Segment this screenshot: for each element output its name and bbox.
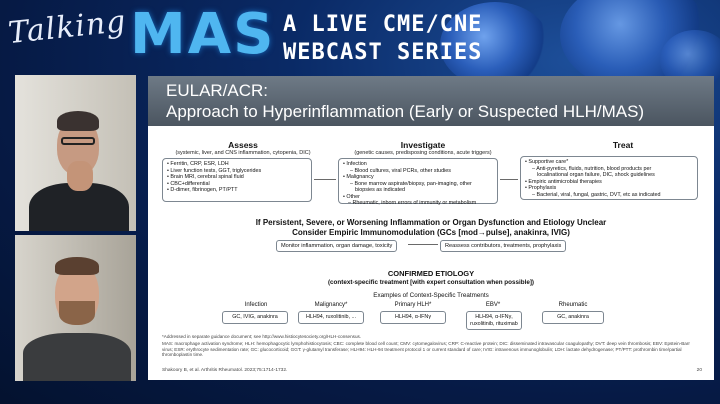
- banner-tagline-1: A LIVE CME/CNE: [283, 12, 483, 37]
- escalation-line-1: If Persistent, Severe, or Worsening Infl…: [255, 218, 607, 227]
- category-rheumatic: Rheumatic: [558, 302, 588, 308]
- category-malignancy: Malignancy*: [314, 302, 348, 308]
- investigate-heading: Investigate: [400, 140, 446, 150]
- glasses-icon: [61, 137, 95, 145]
- speaker-body: [23, 333, 131, 381]
- speaker-video-2: [15, 235, 136, 381]
- list-item: – Anti-pyretics, fluids, nutrition, bloo…: [532, 165, 652, 172]
- list-item: • CBC+differential: [167, 180, 210, 187]
- speaker-beard: [59, 301, 95, 325]
- treatment-ebv: HLH94, α-IFNγ, ruxolitinib, rituximab: [466, 311, 522, 330]
- treat-box: • Supportive care* – Anti-pyretics, flui…: [520, 156, 698, 200]
- category-primary-hlh: Primary HLH*: [394, 302, 432, 308]
- list-item: • Malignancy: [343, 174, 374, 181]
- list-item: – Bacterial, viral, fungal, gastric, DVT…: [532, 191, 661, 198]
- slide-title-line1: EULAR/ACR:: [166, 81, 269, 100]
- presentation-slide: EULAR/ACR: Approach to Hyperinflammation…: [148, 76, 714, 380]
- treatment-primary-hlh: HLH94, α-IFNγ: [380, 311, 446, 324]
- list-item: – Blood cultures, viral PCRs, other stud…: [350, 167, 451, 174]
- confirmed-etiology-heading: CONFIRMED ETIOLOGY: [387, 269, 475, 278]
- speaker-hair: [55, 257, 99, 275]
- treatment-rheumatic: GC, anakinra: [542, 311, 604, 324]
- monitor-pill: Monitor inflammation, organ damage, toxi…: [276, 240, 398, 252]
- list-item: biopsies as indicated: [355, 187, 406, 194]
- slide-header: EULAR/ACR: Approach to Hyperinflammation…: [148, 76, 714, 126]
- speaker-body: [29, 183, 129, 231]
- list-item: • Supportive care*: [525, 159, 569, 165]
- treatment-infection: GC, IVIG, anakinra: [222, 311, 288, 324]
- list-item: • Other: [343, 193, 360, 200]
- treat-heading: Treat: [612, 140, 634, 150]
- list-item: localinational organ failure, DIC, shock…: [537, 172, 655, 179]
- category-infection: Infection: [244, 302, 268, 308]
- category-ebv: EBV*: [485, 302, 501, 308]
- investigate-sub: (genetic causes, predisposing conditions…: [354, 150, 492, 156]
- list-item: • Empiric antimicrobial therapies: [525, 178, 602, 185]
- slide-page-number: 20: [696, 368, 702, 373]
- assess-sub: (systemic, liver, and CNS inflammation, …: [175, 150, 311, 156]
- arrow-connector: [314, 179, 336, 180]
- examples-title: Examples of Context-Specific Treatments: [373, 292, 489, 299]
- arrow-connector: [500, 179, 518, 180]
- footnote-1: *Addressed in separate guidance document…: [162, 334, 362, 339]
- banner-brand: MAS: [130, 2, 276, 67]
- slide-citation: Shakoory B, et al. Arthritis Rheumatol. …: [162, 368, 288, 373]
- banner-script-word: Talking: [6, 3, 128, 52]
- investigate-box-last: – Rheumatic, inborn errors of immunity o…: [348, 200, 477, 206]
- treatment-malignancy: HLH94, ruxolitinib, ...: [298, 311, 364, 324]
- banner-tagline-2: WEBCAST SERIES: [283, 40, 483, 65]
- footnote-2: MAS: macrophage activation syndrome; HLH…: [162, 341, 690, 358]
- list-item: • Prophylaxis: [525, 185, 557, 192]
- webcast-banner: Talking MAS A LIVE CME/CNE WEBCAST SERIE…: [0, 0, 720, 90]
- list-item: – Bone marrow aspirate/biopsy, pan-imagi…: [350, 180, 472, 187]
- assess-box: • Ferritin, CRP, ESR, LDH • Liver functi…: [162, 158, 312, 202]
- list-item: • Ferritin, CRP, ESR, LDH: [167, 161, 229, 167]
- arrow-connector: [408, 244, 438, 245]
- list-item: • Infection: [343, 161, 367, 167]
- list-item: • Liver function tests, GGT, triglycerid…: [167, 167, 262, 174]
- list-item: • Brain MRI, cerebral spinal fluid: [167, 174, 244, 181]
- reassess-pill: Reassess contributors, treatments, proph…: [440, 240, 567, 252]
- escalation-line-2: Consider Empiric Immunomodulation (GCs […: [292, 228, 570, 237]
- speaker-video-1: [15, 75, 136, 231]
- cell-graphic: [440, 2, 550, 88]
- list-item: • D-dimer, fibrinogen, PT/PTT: [167, 187, 238, 194]
- speaker-hand: [67, 161, 93, 191]
- assess-heading: Assess: [228, 140, 258, 150]
- slide-title-line2: Approach to Hyperinflammation (Early or …: [166, 102, 645, 121]
- speaker-hair: [57, 111, 99, 131]
- confirmed-etiology-sub: (context-specific treatment [with expert…: [327, 279, 535, 286]
- investigate-box: • Infection – Blood cultures, viral PCRs…: [338, 158, 498, 204]
